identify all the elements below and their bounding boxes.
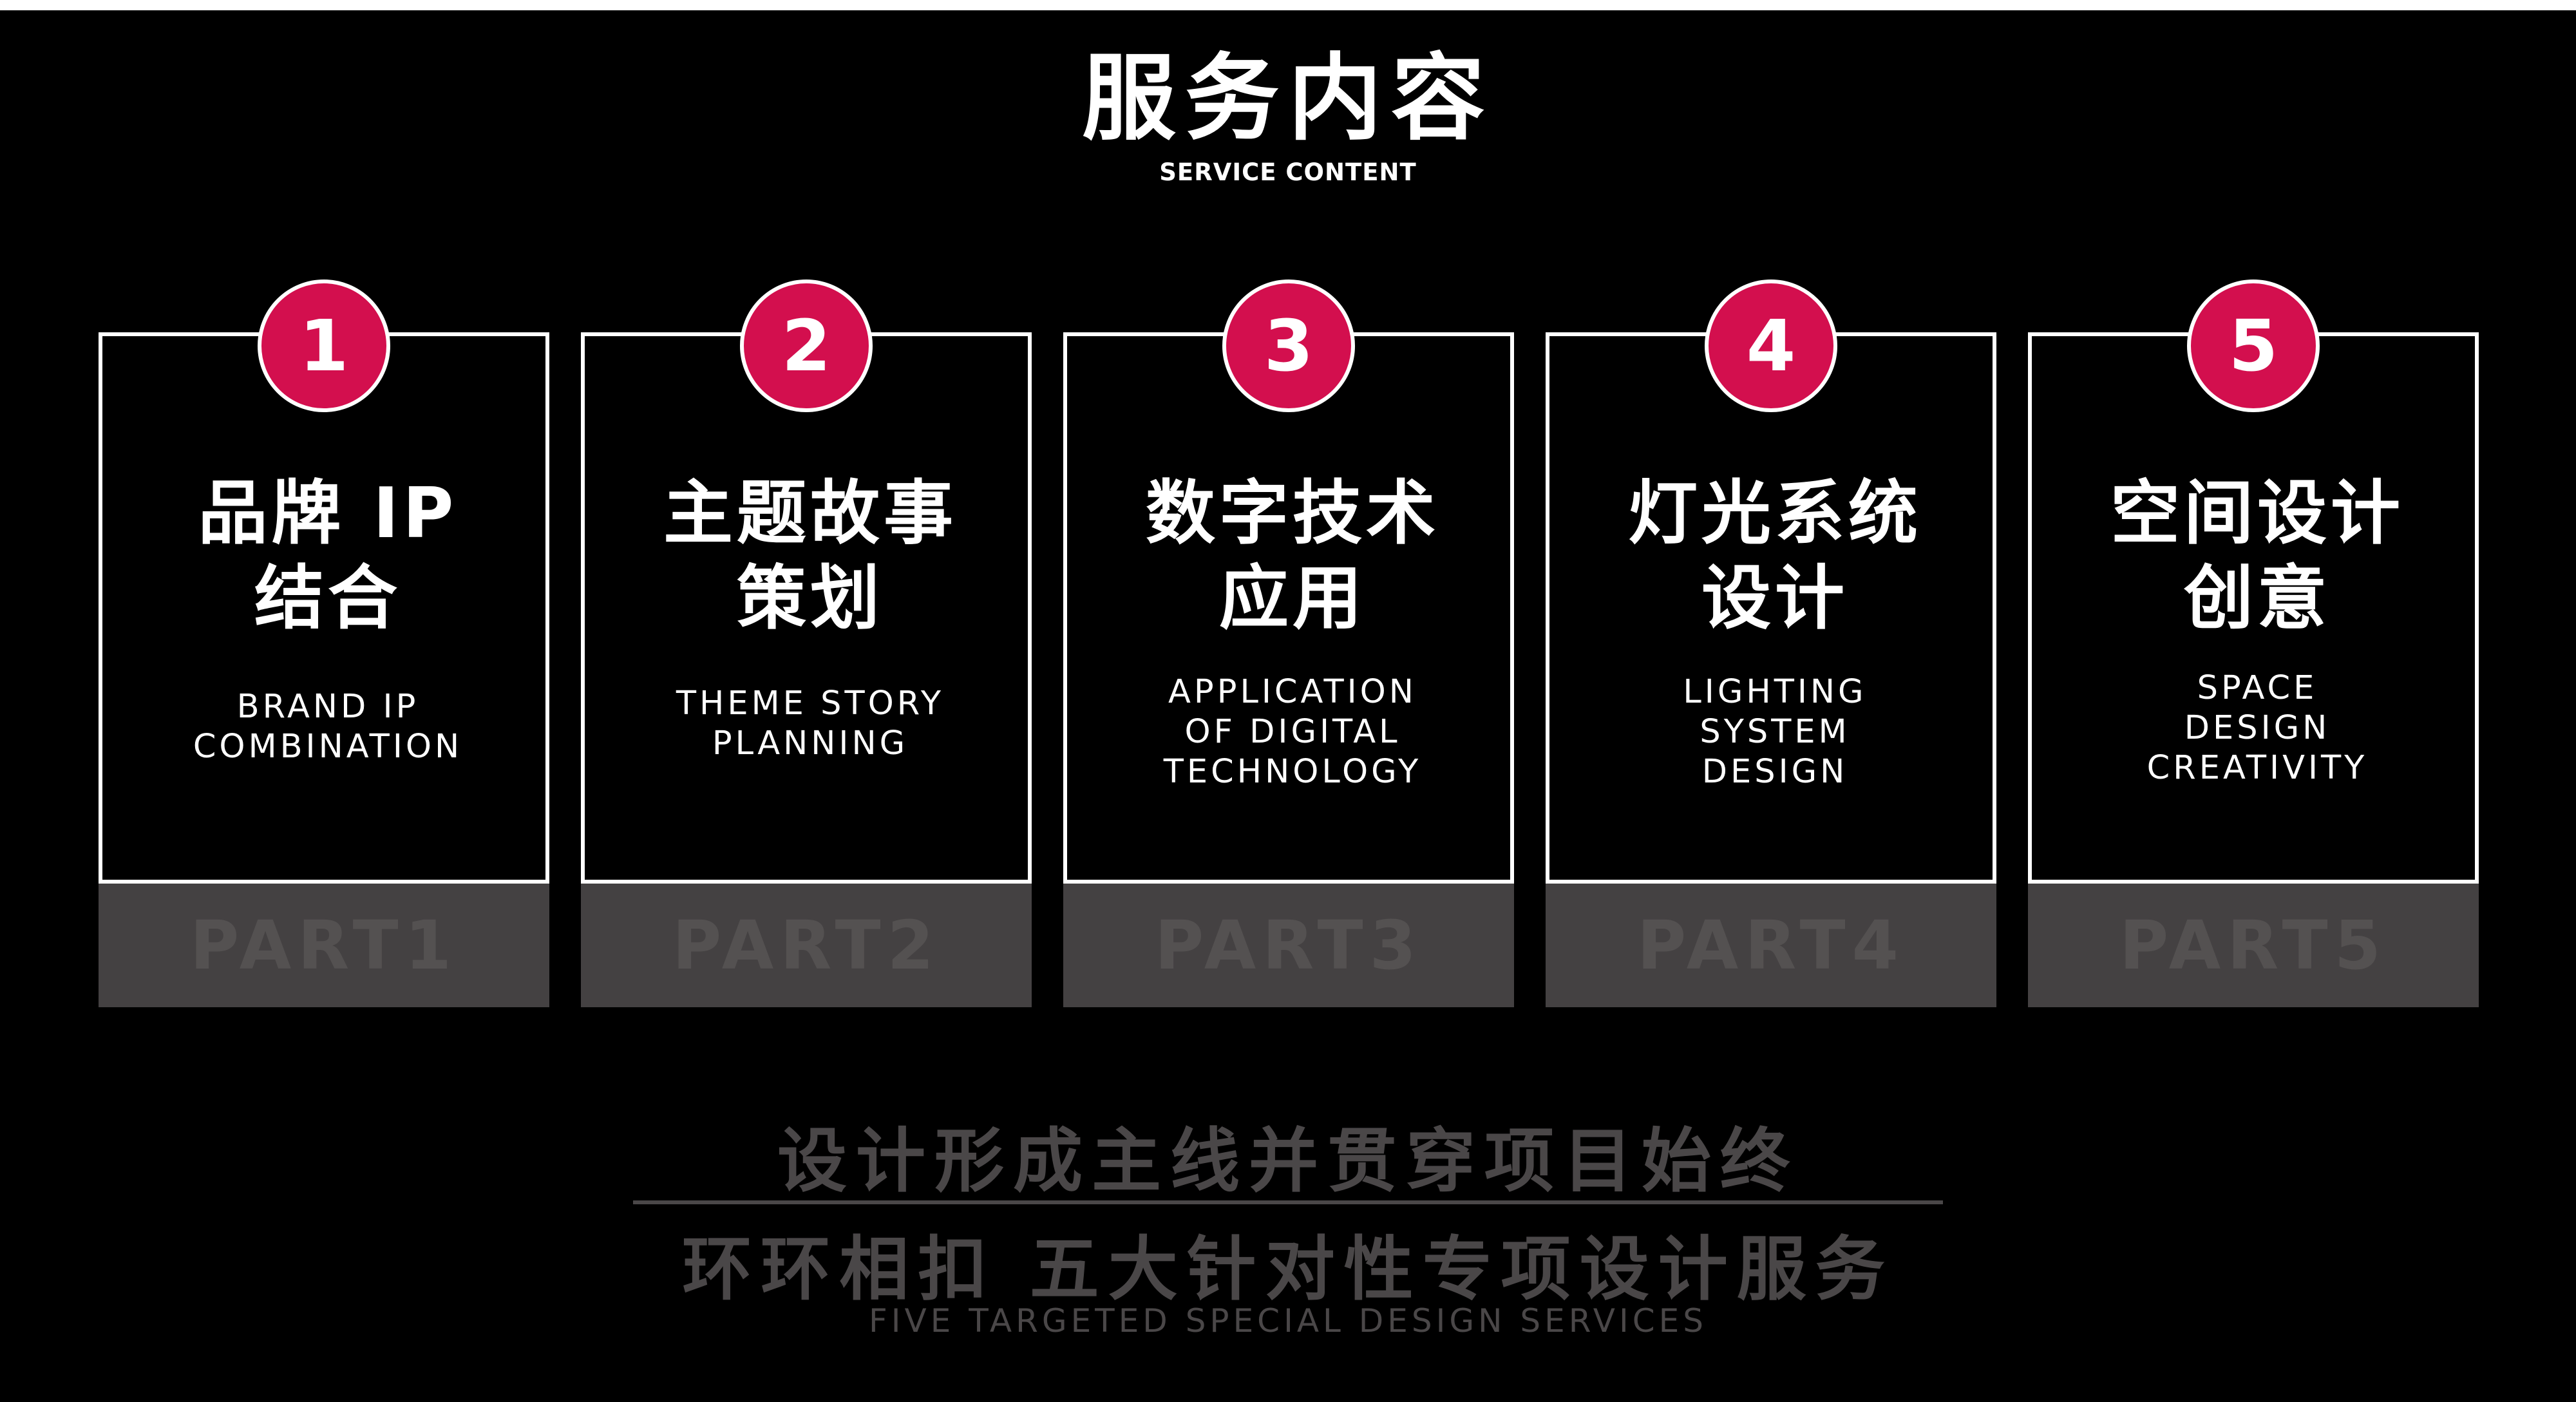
footer-english: FIVE TARGETED SPECIAL DESIGN SERVICES — [869, 1302, 1707, 1340]
card-frame: 数字技术 应用 APPLICATION OF DIGITAL TECHNOLOG… — [1063, 332, 1514, 884]
card-title-line: 创意 — [2183, 558, 2331, 639]
footer-divider — [633, 1200, 1943, 1204]
service-card-4: 灯光系统 设计 LIGHTING SYSTEM DESIGN 4 PART4 — [1546, 279, 1996, 1007]
card-english: BRAND IP COMBINATION — [115, 687, 540, 767]
number-badge: 1 — [258, 279, 390, 412]
card-english-line: PLANNING — [712, 725, 909, 763]
part-label: PART5 — [2028, 884, 2479, 1007]
card-english-line: CREATIVITY — [2146, 749, 2368, 787]
card-english-line: COMBINATION — [193, 728, 463, 766]
part-label: PART3 — [1063, 884, 1514, 1007]
service-card-1: 品牌 IP 结合 BRAND IP COMBINATION 1 PART1 — [99, 279, 549, 1007]
card-frame: 空间设计 创意 SPACE DESIGN CREATIVITY — [2028, 332, 2479, 884]
card-frame: 品牌 IP 结合 BRAND IP COMBINATION — [99, 332, 549, 884]
card-title: 数字技术 应用 — [1080, 471, 1505, 641]
card-english: THEME STORY PLANNING — [598, 684, 1023, 764]
card-title-line: 数字技术 — [1145, 473, 1439, 554]
poster-canvas: 服务内容 SERVICE CONTENT 品牌 IP 结合 BRAND IP C… — [0, 10, 2576, 1402]
card-english: APPLICATION OF DIGITAL TECHNOLOGY — [1080, 672, 1505, 792]
page-title: 服务内容 — [1082, 44, 1494, 153]
card-title-line: 应用 — [1218, 558, 1366, 639]
card-frame: 主题故事 策划 THEME STORY PLANNING — [581, 332, 1032, 884]
card-english-line: TECHNOLOGY — [1163, 753, 1422, 791]
service-card-5: 空间设计 创意 SPACE DESIGN CREATIVITY 5 PART5 — [2028, 279, 2479, 1007]
card-title-line: 主题故事 — [663, 473, 957, 554]
card-title-line: 灯光系统 — [1627, 473, 1922, 554]
card-english-line: LIGHTING — [1683, 673, 1867, 711]
card-english: LIGHTING SYSTEM DESIGN — [1562, 672, 1987, 792]
card-title: 灯光系统 设计 — [1562, 471, 1987, 641]
number-badge: 3 — [1222, 279, 1355, 412]
card-title: 品牌 IP 结合 — [115, 471, 540, 641]
card-title-line: 策划 — [736, 558, 884, 639]
number-badge: 5 — [2187, 279, 2320, 412]
footer-tagline-2: 环环相扣 五大针对性专项设计服务 — [682, 1229, 1894, 1310]
number-badge: 2 — [740, 279, 873, 412]
card-english-line: APPLICATION — [1168, 673, 1417, 711]
card-title-line: 设计 — [1701, 558, 1848, 639]
card-title-line: 品牌 IP — [198, 473, 458, 554]
card-title-line: 结合 — [254, 558, 401, 639]
page-subtitle: SERVICE CONTENT — [1159, 158, 1417, 186]
card-frame: 灯光系统 设计 LIGHTING SYSTEM DESIGN — [1546, 332, 1996, 884]
part-label: PART1 — [99, 884, 549, 1007]
footer-tagline-1: 设计形成主线并贯穿项目始终 — [777, 1121, 1799, 1202]
card-english-line: OF DIGITAL — [1184, 713, 1401, 751]
service-card-3: 数字技术 应用 APPLICATION OF DIGITAL TECHNOLOG… — [1063, 279, 1514, 1007]
part-label: PART4 — [1546, 884, 1996, 1007]
card-english-line: SYSTEM — [1700, 713, 1850, 751]
card-english: SPACE DESIGN CREATIVITY — [2045, 668, 2470, 788]
card-english-line: DESIGN — [1701, 753, 1848, 791]
number-badge: 4 — [1705, 279, 1837, 412]
card-english-line: SPACE — [2197, 669, 2318, 707]
card-title: 主题故事 策划 — [598, 471, 1023, 641]
card-english-line: DESIGN — [2184, 709, 2331, 747]
card-title: 空间设计 创意 — [2045, 471, 2470, 641]
card-english-line: BRAND IP — [236, 688, 419, 726]
service-card-2: 主题故事 策划 THEME STORY PLANNING 2 PART2 — [581, 279, 1032, 1007]
part-label: PART2 — [581, 884, 1032, 1007]
card-title-line: 空间设计 — [2110, 473, 2404, 554]
card-english-line: THEME STORY — [676, 685, 945, 723]
